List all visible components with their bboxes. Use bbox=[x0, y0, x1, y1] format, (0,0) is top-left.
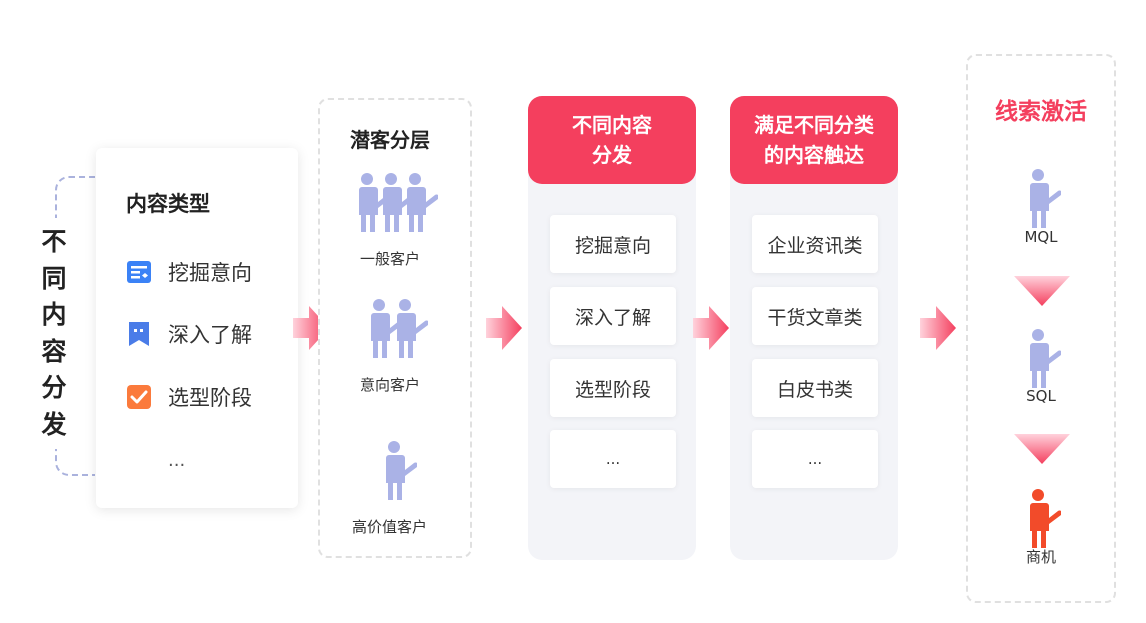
panel-header-line: 不同内容 bbox=[572, 113, 652, 137]
segment-label: 意向客户 bbox=[360, 376, 421, 394]
content-type-label: 挖掘意向 bbox=[168, 261, 252, 285]
distribution-panel-header: 不同内容 分发 bbox=[528, 96, 696, 184]
news-card-icon bbox=[126, 259, 152, 285]
content-type-label: 选型阶段 bbox=[168, 386, 252, 410]
pair-of-people-icon bbox=[371, 299, 428, 358]
distribution-item: 选型阶段 bbox=[550, 359, 676, 417]
distribution-item: ... bbox=[550, 430, 676, 488]
flow-arrow-right-icon bbox=[920, 306, 956, 350]
segment-label: 高价值客户 bbox=[352, 518, 428, 536]
bookmark-icon bbox=[126, 321, 152, 347]
stage-label: SQL bbox=[1026, 387, 1056, 405]
reach-panel: 满足不同分类 的内容触达 企业资讯类 干货文章类 白皮书类 ... bbox=[730, 96, 898, 560]
content-type-label: 深入了解 bbox=[168, 323, 252, 347]
reach-item: 干货文章类 bbox=[752, 287, 878, 345]
reach-item: ... bbox=[752, 430, 878, 488]
activation-title: 线索激活 bbox=[995, 99, 1087, 125]
single-person-icon bbox=[386, 441, 417, 500]
person-icon bbox=[1030, 169, 1061, 228]
stage-label: MQL bbox=[1024, 228, 1058, 246]
segment-label: 一般客户 bbox=[360, 250, 421, 268]
stage-label: 商机 bbox=[1025, 548, 1056, 566]
content-type-item: 选型阶段 bbox=[126, 382, 252, 412]
flow-arrow-down-icon bbox=[1014, 276, 1070, 306]
distribution-item: 挖掘意向 bbox=[550, 215, 676, 273]
panel-header-line: 分发 bbox=[592, 143, 632, 167]
content-type-ellipsis: ... bbox=[168, 450, 186, 471]
checkbox-icon bbox=[126, 384, 152, 410]
panel-header-line: 满足不同分类 bbox=[754, 113, 874, 137]
hot-lead-person-icon bbox=[1030, 489, 1061, 548]
flow-arrow-down-icon bbox=[1014, 434, 1070, 464]
vertical-label: 不同内容分发 bbox=[36, 218, 72, 449]
reach-item: 白皮书类 bbox=[752, 359, 878, 417]
panel-header-line: 的内容触达 bbox=[764, 143, 864, 167]
distribution-item: 深入了解 bbox=[550, 287, 676, 345]
content-type-item: 深入了解 bbox=[126, 319, 252, 349]
flow-arrow-right-icon bbox=[693, 306, 729, 350]
group-of-people-icon bbox=[359, 173, 438, 232]
content-type-card: 内容类型 挖掘意向 深入了解 bbox=[96, 148, 298, 508]
content-type-item: 挖掘意向 bbox=[126, 257, 252, 287]
person-icon bbox=[1030, 329, 1061, 388]
flow-arrow-right-icon bbox=[486, 306, 522, 350]
flow-arrow-right-icon bbox=[293, 306, 329, 350]
reach-item: 企业资讯类 bbox=[752, 215, 878, 273]
reach-panel-header: 满足不同分类 的内容触达 bbox=[730, 96, 898, 184]
distribution-panel: 不同内容 分发 挖掘意向 深入了解 选型阶段 ... bbox=[528, 96, 696, 560]
content-type-title: 内容类型 bbox=[126, 192, 210, 216]
segments-title: 潜客分层 bbox=[350, 128, 430, 152]
